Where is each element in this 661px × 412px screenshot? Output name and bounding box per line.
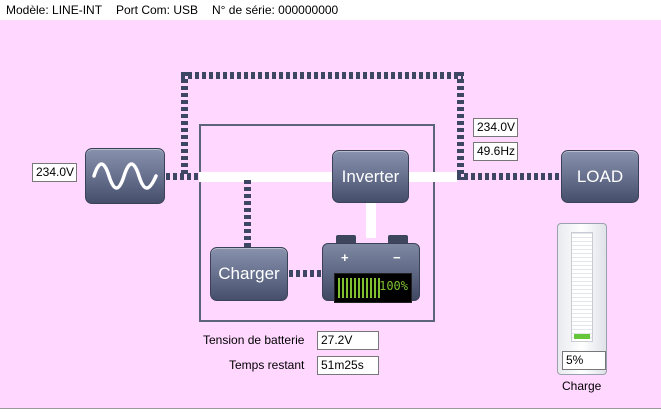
model-text: Modèle: LINE-INT <box>6 3 103 17</box>
ups-internal-frame <box>199 124 435 322</box>
output-frequency-field: 49.6Hz <box>473 142 518 161</box>
output-voltage-field: 234.0V <box>473 118 518 137</box>
load-gauge-label: Charge <box>562 379 602 393</box>
inverter-block: Inverter <box>332 150 409 203</box>
output-line <box>457 173 561 180</box>
load-gauge-fill <box>574 334 590 339</box>
charger-feed-line <box>244 180 251 248</box>
load-block: LOAD <box>561 150 639 203</box>
battery-percent: 100% <box>379 279 408 293</box>
bypass-line-right <box>457 72 464 180</box>
battery-level-bars <box>338 278 380 298</box>
charger-block: Charger <box>210 247 288 301</box>
load-label: LOAD <box>576 166 624 186</box>
battery-body: + − 100% <box>322 243 420 303</box>
load-percent-field: 5% <box>562 351 606 370</box>
battery-voltage-label: Tension de batterie <box>203 333 305 347</box>
load-gauge <box>557 223 607 375</box>
battery-plus-sign: + <box>341 250 349 265</box>
charger-label: Charger <box>218 264 280 283</box>
bypass-line-top <box>181 72 463 79</box>
bottom-border <box>0 408 661 412</box>
charger-battery-line <box>289 270 322 277</box>
inverter-battery-line <box>366 200 376 238</box>
remaining-time-field: 51m25s <box>317 356 379 375</box>
inverter-label: Inverter <box>341 166 400 186</box>
load-gauge-track <box>571 232 593 342</box>
bypass-line-left <box>181 72 188 175</box>
input-voltage-field: 234.0V <box>32 163 77 182</box>
battery-negative-terminal <box>388 235 408 245</box>
serial-text: N° de série: 000000000 <box>212 3 339 17</box>
main-bus-line <box>199 172 457 182</box>
status-header: Modèle: LINE-INT Port Com: USB N° de sér… <box>0 0 661 20</box>
ac-source-block <box>85 148 165 204</box>
remaining-time-label: Temps restant <box>229 358 305 372</box>
battery-voltage-field: 27.2V <box>317 331 379 350</box>
sine-wave-icon <box>92 162 158 190</box>
input-line <box>166 173 199 180</box>
battery-minus-sign: − <box>393 250 401 265</box>
battery-icon: + − 100% <box>322 235 420 303</box>
battery-level-display: 100% <box>334 273 412 303</box>
battery-positive-terminal <box>336 235 356 245</box>
port-text: Port Com: USB <box>116 3 199 17</box>
